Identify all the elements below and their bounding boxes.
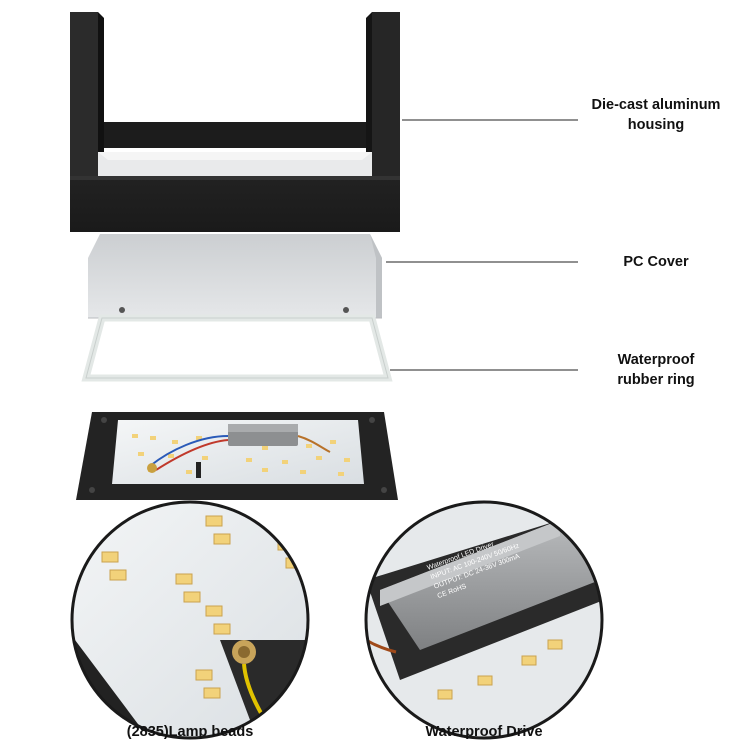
label-lamp-beads: (2835)Lamp beads bbox=[126, 724, 254, 740]
led-board-assembly bbox=[76, 412, 398, 500]
label-pc-cover: PC Cover bbox=[623, 254, 689, 270]
label-rubber-ring: Waterproof rubber ring bbox=[576, 350, 736, 390]
aluminum-housing bbox=[70, 12, 400, 232]
rubber-ring bbox=[81, 314, 393, 382]
label-housing: Die-cast aluminum housing bbox=[576, 95, 736, 135]
leader-lines bbox=[386, 119, 578, 371]
label-housing-line1: Die-cast aluminum bbox=[591, 97, 721, 113]
label-rubber-ring-line2: rubber ring bbox=[617, 372, 695, 388]
label-driver: Waterproof Drive bbox=[425, 724, 543, 740]
label-rubber-ring-line1: Waterproof bbox=[617, 352, 695, 368]
driver-closeup: Waterproof LED Driver INPUT: AC 100-240V… bbox=[364, 500, 604, 740]
label-housing-line2: housing bbox=[627, 117, 685, 133]
pc-cover bbox=[88, 234, 382, 319]
lamp-beads-closeup bbox=[70, 500, 310, 740]
